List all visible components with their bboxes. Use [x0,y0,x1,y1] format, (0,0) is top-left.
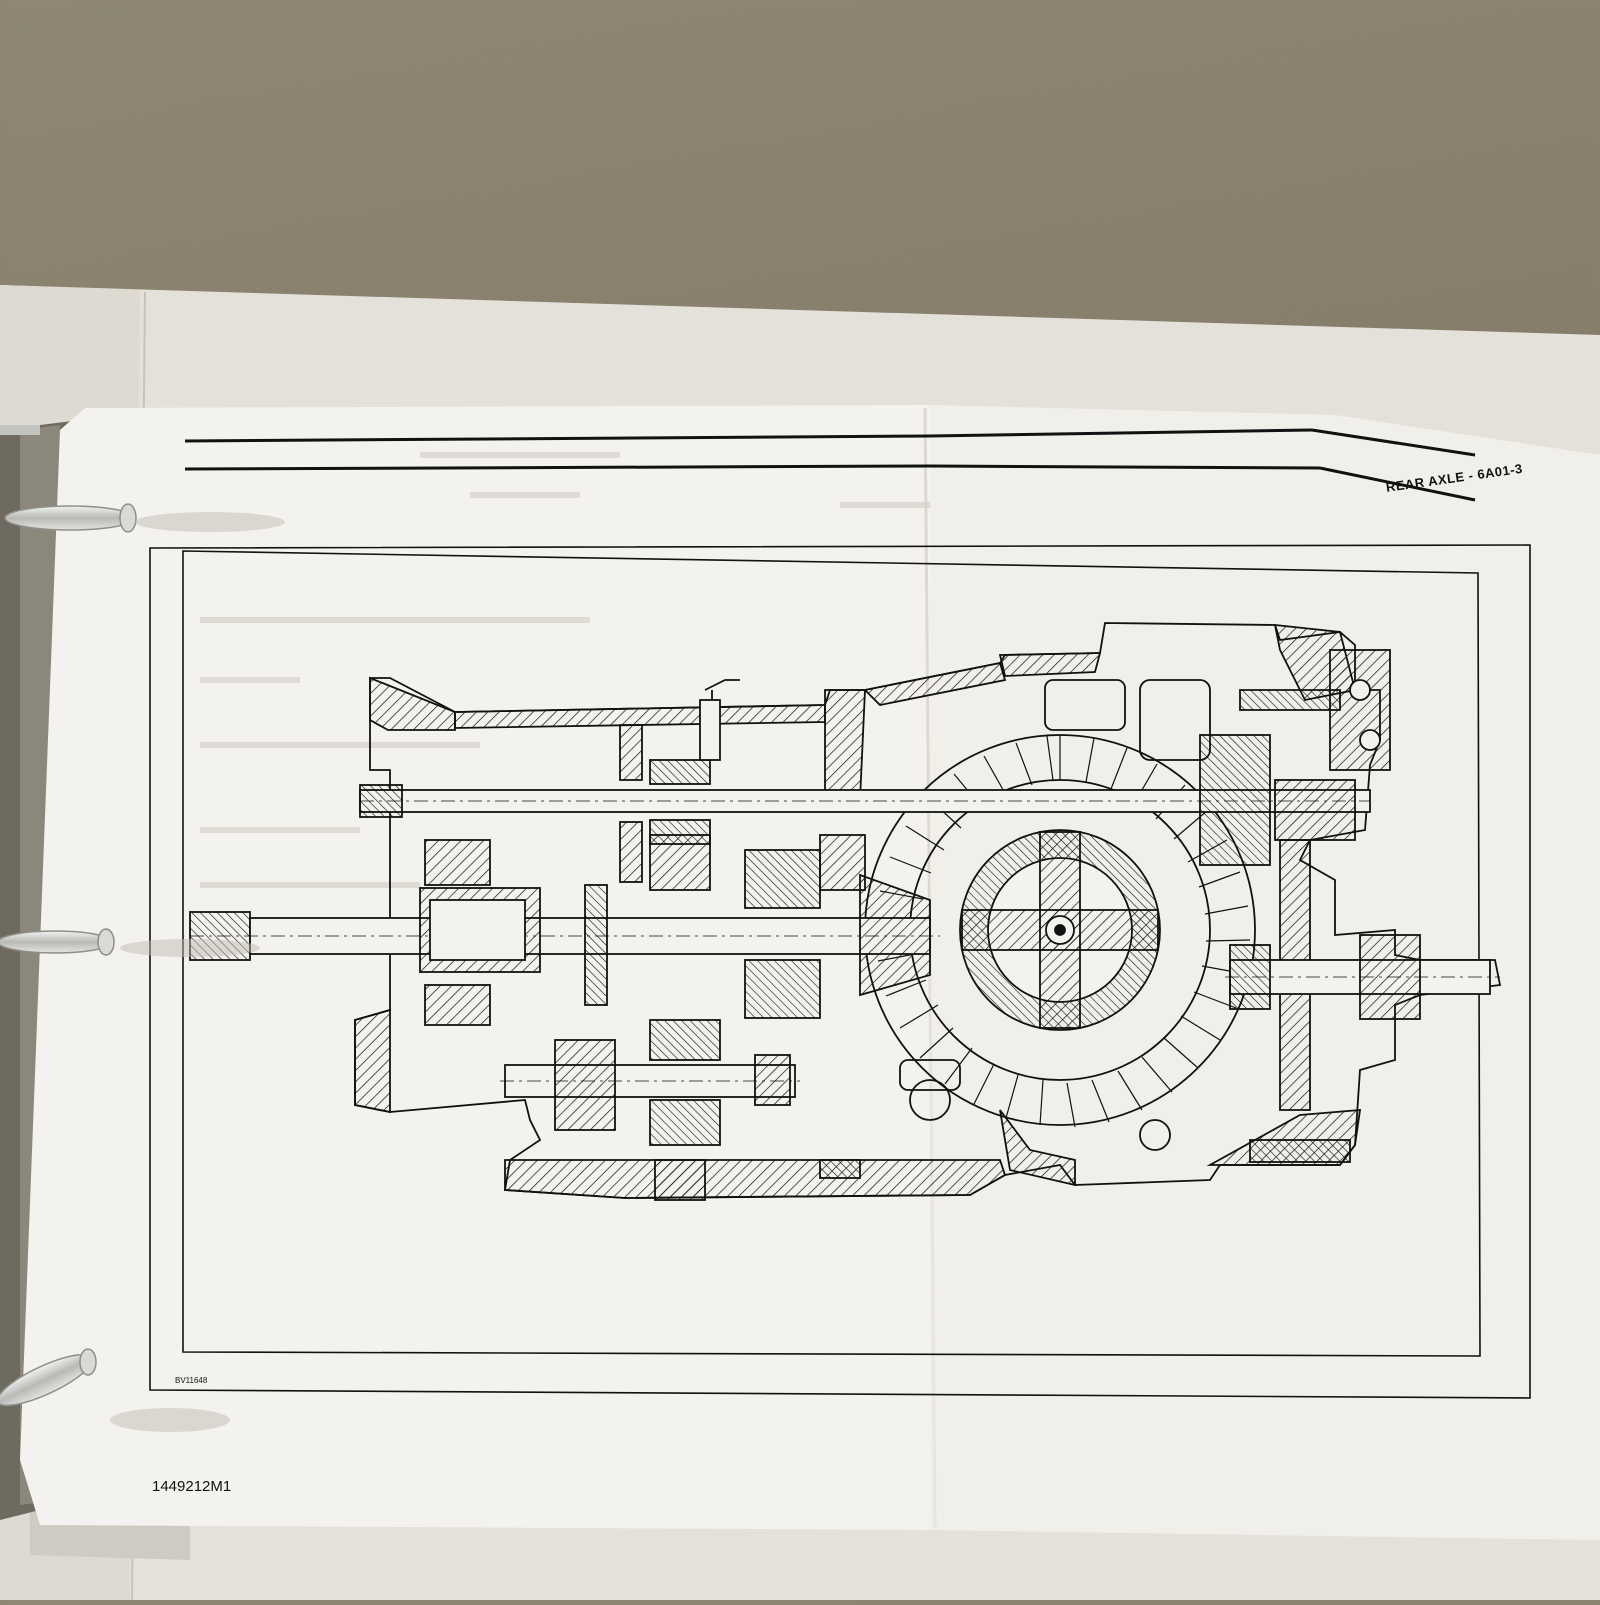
binder-ring-bottom [0,1348,97,1407]
drawing-code: BV11648 [175,1376,208,1385]
ring-shadows [110,512,285,1432]
binder-rings [0,425,137,1407]
binder-ring-top [0,425,137,533]
part-number: 1449212M1 [152,1478,232,1495]
drawing-frame [149,544,1531,1399]
show-through-text [200,452,930,888]
header-rules [184,428,1476,502]
rear-axle-cross-section [189,622,1502,1201]
binder-ring-middle [0,928,115,956]
ring-gear-teeth [876,735,1251,1128]
